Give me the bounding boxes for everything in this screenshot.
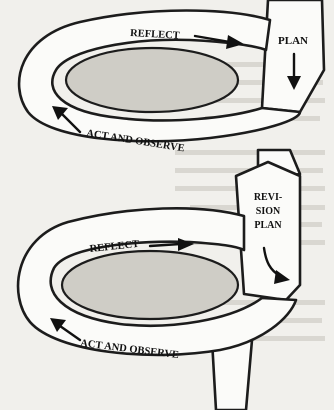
revision-plan-label-line2: SION (256, 206, 281, 217)
reflect-arrow-lower (150, 244, 180, 246)
revision-plan-shaft (236, 162, 300, 300)
lower-spiral-center (62, 251, 238, 319)
plan-label: PLAN (278, 35, 308, 47)
upper-spiral-center (66, 48, 238, 112)
revision-plan-label-line3: PLAN (254, 220, 282, 231)
revision-plan-label-line1: REVI- (254, 192, 282, 203)
